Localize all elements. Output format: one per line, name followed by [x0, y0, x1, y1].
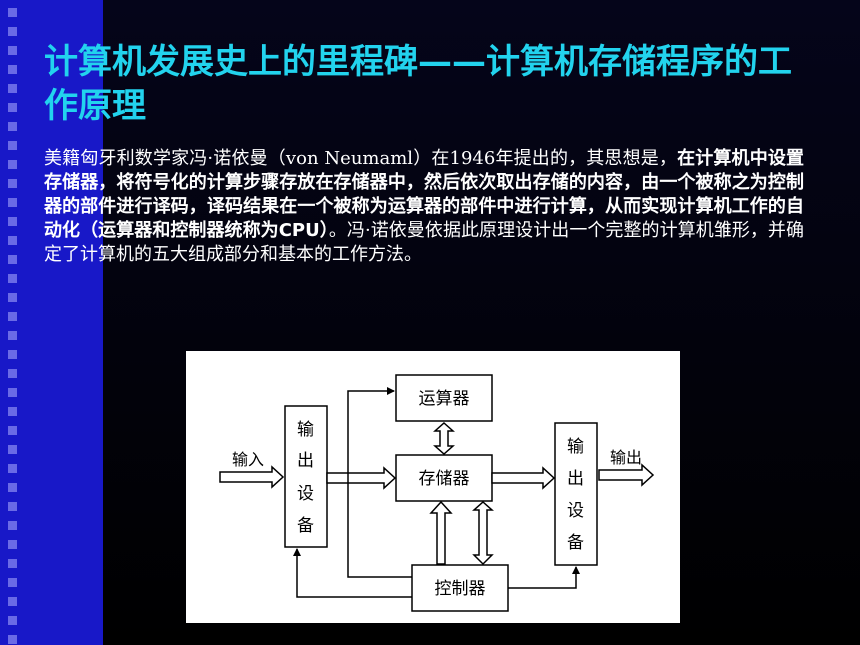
output-device-char-2: 出 — [567, 469, 584, 489]
strip-square-decor — [8, 445, 17, 454]
memory-box: 存储器 — [395, 454, 493, 502]
strip-square-decor — [8, 388, 17, 397]
strip-square-decor — [8, 331, 17, 340]
strip-square-decor — [8, 65, 17, 74]
strip-square-decor — [8, 559, 17, 568]
paragraph-outro: 。冯·诺依曼依据此原理设计出一个完整的计算机雏形，并确定了计算机的五大组成部分和… — [44, 220, 804, 265]
strip-square-decor — [8, 198, 17, 207]
output-device-char-1: 输 — [567, 437, 584, 457]
strip-square-decor — [8, 46, 17, 55]
strip-square-decor — [8, 483, 17, 492]
output-arrow — [598, 463, 655, 487]
strip-square-decor — [8, 122, 17, 131]
strip-square-decor — [8, 217, 17, 226]
memory-controller-double-arrow — [472, 500, 494, 566]
strip-square-decor — [8, 8, 17, 17]
alu-box: 运算器 — [395, 374, 493, 422]
controller-box: 控制器 — [411, 564, 509, 612]
alu-memory-double-arrow — [433, 421, 455, 456]
strip-square-decor — [8, 521, 17, 530]
slide-title: 计算机发展史上的里程碑——计算机存储程序的工作原理 — [44, 42, 792, 126]
strip-square-decor — [8, 255, 17, 264]
controller-label: 控制器 — [435, 579, 486, 599]
von-neumann-diagram: 输入 输 出 设 备 运算器 存储器 控制器 输 出 设 — [186, 351, 680, 623]
output-device-char-4: 备 — [567, 533, 584, 553]
output-label: 输出 — [610, 448, 642, 467]
strip-square-decor — [8, 27, 17, 36]
paragraph-bold: 在计算机中设置存储器，将符号化的计算步骤存放在存储器中，然后依次取出存储的内容，… — [44, 148, 805, 241]
input-device-char-1: 输 — [297, 420, 314, 440]
memory-to-output-arrow — [491, 466, 556, 490]
strip-square-decor — [8, 103, 17, 112]
alu-label: 运算器 — [419, 389, 470, 409]
strip-square-decor — [8, 141, 17, 150]
strip-square-decor — [8, 502, 17, 511]
strip-square-decor — [8, 312, 17, 321]
strip-square-decor — [8, 274, 17, 283]
input-arrow — [219, 465, 285, 489]
strip-square-decor — [8, 616, 17, 625]
strip-square-decor — [8, 426, 17, 435]
strip-square-decor — [8, 464, 17, 473]
strip-square-decor — [8, 236, 17, 245]
input-device-char-2: 出 — [297, 451, 314, 471]
control-line-input — [293, 548, 412, 598]
strip-square-decor — [8, 407, 17, 416]
controller-to-memory-arrow — [429, 500, 453, 565]
input-to-memory-arrow — [326, 466, 397, 490]
strip-square-decor — [8, 179, 17, 188]
memory-label: 存储器 — [419, 469, 470, 489]
strip-square-decor — [8, 369, 17, 378]
input-device-char-4: 备 — [297, 516, 314, 536]
input-device-char-3: 设 — [297, 484, 314, 504]
control-line-output — [508, 566, 580, 589]
output-device-box: 输 出 设 备 — [554, 422, 598, 566]
input-device-box: 输 出 设 备 — [284, 405, 328, 548]
strip-square-decor — [8, 578, 17, 587]
strip-square-decor — [8, 350, 17, 359]
body-paragraph: 美籍匈牙利数学家冯·诺依曼（von Neumaml）在1946年提出的，其思想是… — [44, 147, 804, 267]
strip-square-decor — [8, 160, 17, 169]
control-line-alu — [347, 387, 412, 578]
paragraph-intro: 美籍匈牙利数学家冯·诺依曼（von Neumaml）在1946年提出的，其思想是… — [44, 148, 678, 169]
strip-square-decor — [8, 597, 17, 606]
left-decor-strip — [0, 0, 103, 645]
strip-square-decor — [8, 540, 17, 549]
input-label: 输入 — [232, 450, 264, 469]
strip-square-decor — [8, 84, 17, 93]
strip-square-decor — [8, 635, 17, 644]
strip-square-decor — [8, 293, 17, 302]
output-device-char-3: 设 — [567, 501, 584, 521]
